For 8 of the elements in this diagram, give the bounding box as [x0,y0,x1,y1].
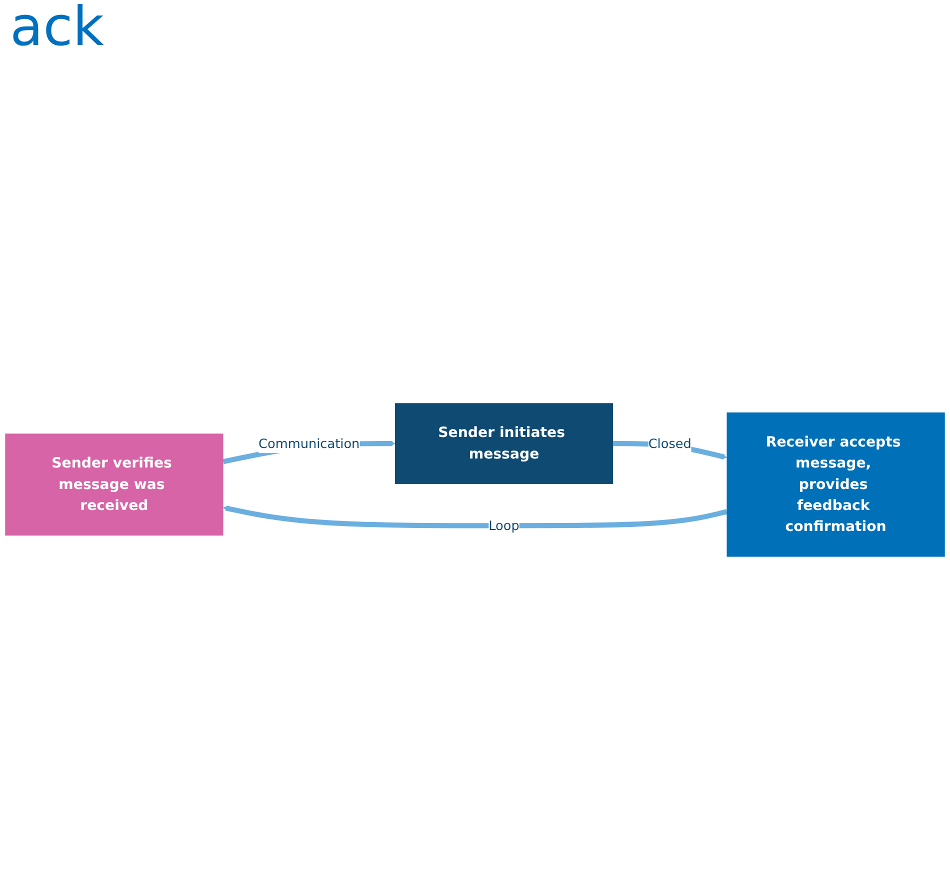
edge-label: Closed [648,436,692,452]
edge-label: Communication [258,436,360,452]
title: ack [10,0,104,54]
node-box: Sender verifies message was received [5,434,224,536]
arrow [223,506,728,528]
node-box: Sender initiates message [394,403,614,484]
edge-label: Loop [488,518,520,534]
node-box: Receiver accepts message, provides feedback confirmation [726,412,945,557]
